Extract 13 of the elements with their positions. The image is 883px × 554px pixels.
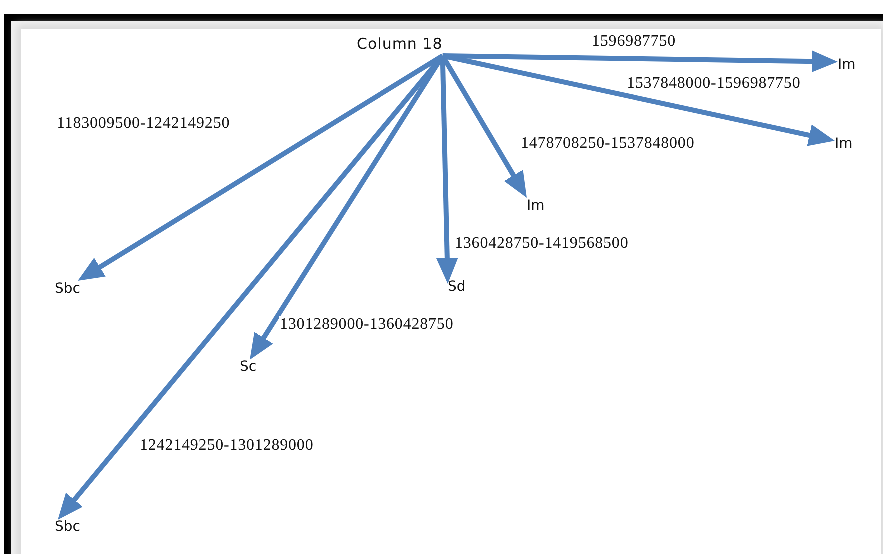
arrow [442,54,835,146]
node-label: Im [838,57,856,74]
node-label: Sd [448,279,466,296]
node-label: Sbc [55,281,80,298]
node-label: Im [527,198,545,215]
arrow [78,54,444,281]
arrow [58,54,445,520]
arrow [442,50,838,73]
node-label: Sc [240,359,257,376]
node-label: Im [835,136,853,153]
arrow [250,54,445,360]
node-label: Column 18 [357,35,443,53]
node-label: Sbc [55,519,80,536]
